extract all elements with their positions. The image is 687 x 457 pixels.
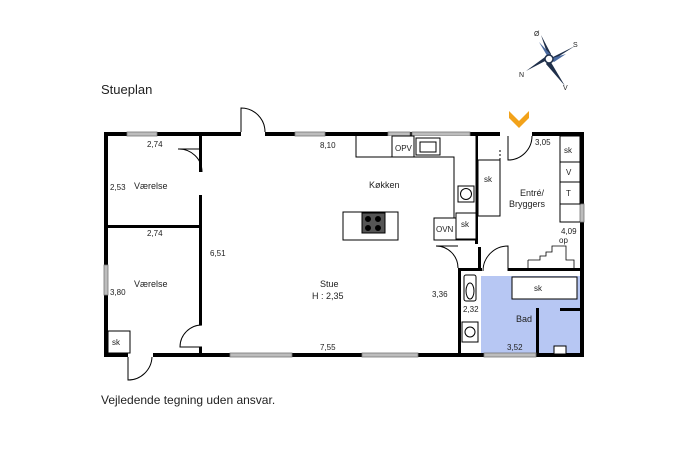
fixture-label-sk-kitchen: sk xyxy=(461,220,470,229)
door-swings xyxy=(127,107,533,381)
fixture-label-v: V xyxy=(566,168,572,177)
dim-bottom-width: 7,55 xyxy=(320,343,336,352)
disclaimer: Vejledende tegning uden ansvar. xyxy=(101,393,276,407)
plan-title: Stueplan xyxy=(101,82,153,97)
fixture-label-sk-entry: sk xyxy=(484,175,493,184)
room-label-entre: Entré/ xyxy=(520,188,545,198)
compass-n-label: N xyxy=(519,72,524,79)
compass-v-label: V xyxy=(563,85,568,92)
room-label-bryggers: Bryggers xyxy=(509,199,546,209)
dim-living-right: 3,36 xyxy=(432,290,448,299)
dim-bath-height: 2,32 xyxy=(463,305,479,314)
stairs-label-op: op xyxy=(559,236,568,245)
entry-fixtures xyxy=(477,135,581,300)
kitchen-fixtures xyxy=(342,135,477,241)
dim-bath-width: 3,52 xyxy=(507,343,523,352)
entrance-marker-icon xyxy=(509,111,529,128)
room2-closet xyxy=(107,330,131,354)
dim-room1-height: 2,53 xyxy=(110,183,126,192)
fixture-label-opv: OPV xyxy=(395,144,413,153)
dim-room2-width: 2,74 xyxy=(147,229,163,238)
dim-entry-width: 3,05 xyxy=(535,138,551,147)
compass-o-label: Ø xyxy=(534,31,540,38)
room-label-vaerelse-2: Værelse xyxy=(134,279,168,289)
room-label-bad: Bad xyxy=(516,314,532,324)
dim-hall-height: 6,51 xyxy=(210,249,226,258)
room-label-stue: Stue xyxy=(320,279,339,289)
compass-icon: Ø S V N xyxy=(519,31,578,92)
fixture-label-t: T xyxy=(566,189,571,198)
fixture-label-sk-entry-right: sk xyxy=(564,146,573,155)
compass-s-label: S xyxy=(573,42,578,49)
dim-top-width: 8,10 xyxy=(320,141,336,150)
dim-room2-height: 3,80 xyxy=(110,288,126,297)
dim-room1-width: 2,74 xyxy=(147,140,163,149)
room-label-kokken: Køkken xyxy=(369,180,400,190)
fixture-label-ovn: OVN xyxy=(436,225,454,234)
fixture-label-sk-room2: sk xyxy=(112,338,121,347)
dim-entry-height: 4,09 xyxy=(561,227,577,236)
room-height-stue: H : 2,35 xyxy=(312,291,344,301)
stairs xyxy=(527,245,575,268)
bathroom-fixtures xyxy=(461,274,567,355)
fixture-label-sk-bath: sk xyxy=(534,284,543,293)
room-label-vaerelse-1: Værelse xyxy=(134,181,168,191)
windows xyxy=(103,131,585,358)
